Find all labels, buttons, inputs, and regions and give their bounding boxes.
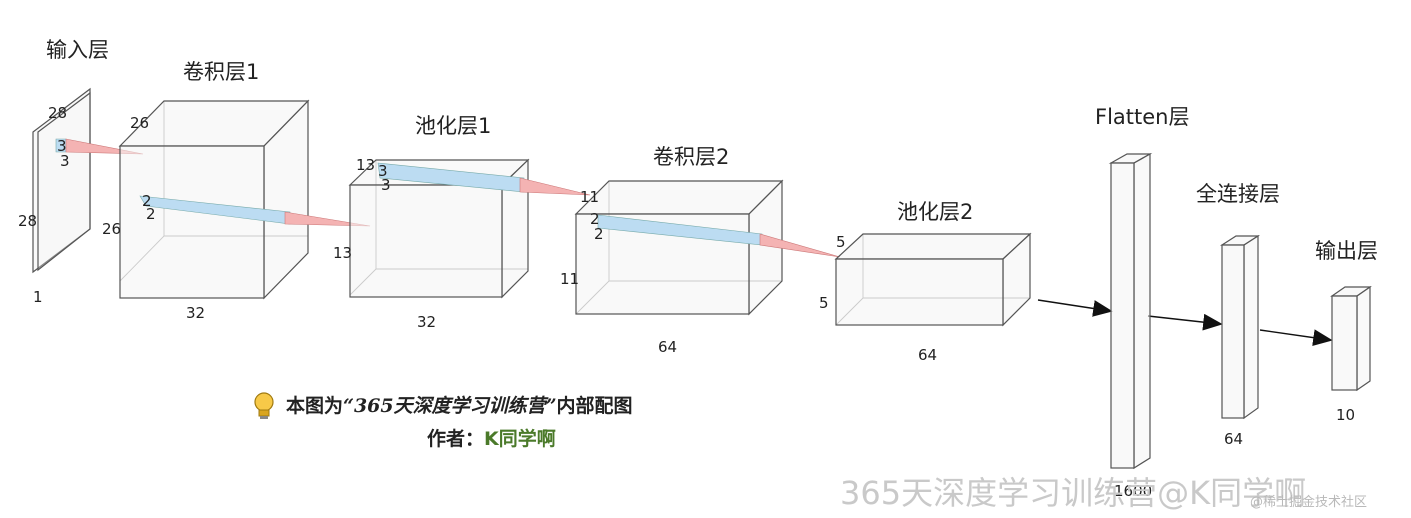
pool1-dim-width: 13 <box>333 244 352 262</box>
pool1-layer-title: 池化层1 <box>415 114 491 138</box>
pool2-to-flatten-arrow <box>1037 299 1113 317</box>
input-kernel-h: 3 <box>57 137 67 155</box>
flatten-to-dense-arrow <box>1147 313 1223 331</box>
caption-note: 本图为“365天深度学习训练营”内部配图 作者：K同学啊 <box>254 392 633 450</box>
pool2-dim-height: 5 <box>836 233 846 251</box>
lightbulb-icon <box>254 392 274 419</box>
input-layer-title: 输入层 <box>46 38 109 62</box>
conv1-kernel-w: 2 <box>146 205 156 223</box>
input-dim-height: 28 <box>48 104 67 122</box>
output-layer-title: 输出层 <box>1315 239 1378 263</box>
dense-layer-title: 全连接层 <box>1196 182 1280 206</box>
conv2-layer: 卷积层2 11 11 64 2 2 <box>560 145 841 356</box>
output-dim: 10 <box>1336 406 1355 424</box>
svg-text:本图为“365天深度学习训练营”内部配图: 本图为“365天深度学习训练营”内部配图 <box>286 394 633 417</box>
caption-prefix: 本图为 <box>286 394 343 417</box>
conv1-kernel-h: 2 <box>142 192 152 210</box>
flatten-layer: Flatten层 1600 <box>1095 105 1189 500</box>
conv1-kernel-projection <box>284 211 371 227</box>
pool2-layer: 池化层2 5 5 64 <box>819 200 1032 364</box>
flatten-layer-title: Flatten层 <box>1095 105 1189 129</box>
input-kernel-w: 3 <box>60 152 70 170</box>
conv1-dim-depth: 32 <box>186 304 205 322</box>
author-name: K同学啊 <box>484 427 556 450</box>
watermark-sub: @稀土掘金技术社区 <box>1250 494 1367 510</box>
svg-text:作者：K同学啊: 作者：K同学啊 <box>427 427 556 450</box>
input-layer: 输入层 28 28 1 3 3 <box>18 38 144 306</box>
pool1-dim-height: 13 <box>356 156 375 174</box>
input-dim-depth: 1 <box>33 288 43 306</box>
caption-quote: “365天深度学习训练营” <box>343 395 557 417</box>
conv1-dim-width: 26 <box>102 220 121 238</box>
caption-suffix: 内部配图 <box>557 394 633 417</box>
pool2-dim-width: 5 <box>819 294 829 312</box>
dense-layer: 全连接层 64 <box>1196 182 1280 448</box>
conv2-kernel-projection <box>759 233 841 258</box>
pool1-layer: 池化层1 13 13 32 3 3 <box>333 114 591 331</box>
conv1-dim-height: 26 <box>130 114 149 132</box>
pool2-layer-title: 池化层2 <box>897 200 973 224</box>
conv1-layer-title: 卷积层1 <box>183 60 259 84</box>
pool1-kernel-projection <box>519 177 591 196</box>
pool1-dim-depth: 32 <box>417 313 436 331</box>
conv2-layer-title: 卷积层2 <box>653 145 729 169</box>
conv2-kernel-w: 2 <box>594 225 604 243</box>
pool1-kernel-w: 3 <box>381 176 391 194</box>
dense-dim: 64 <box>1224 430 1243 448</box>
input-dim-width: 28 <box>18 212 37 230</box>
conv1-layer: 卷积层1 26 26 32 2 2 <box>102 60 371 322</box>
output-layer: 输出层 10 <box>1315 239 1378 424</box>
conv2-dim-height: 11 <box>580 188 599 206</box>
conv2-kernel-h: 2 <box>590 210 600 228</box>
author-label: 作者： <box>427 427 484 450</box>
conv2-dim-depth: 64 <box>658 338 677 356</box>
flatten-dim: 1600 <box>1114 482 1152 500</box>
watermark-main: 365天深度学习训练营@K同学啊 <box>840 474 1306 512</box>
pool1-kernel-h: 3 <box>378 162 388 180</box>
dense-to-output-arrow <box>1259 329 1333 346</box>
conv2-dim-width: 11 <box>560 270 579 288</box>
pool2-dim-depth: 64 <box>918 346 937 364</box>
